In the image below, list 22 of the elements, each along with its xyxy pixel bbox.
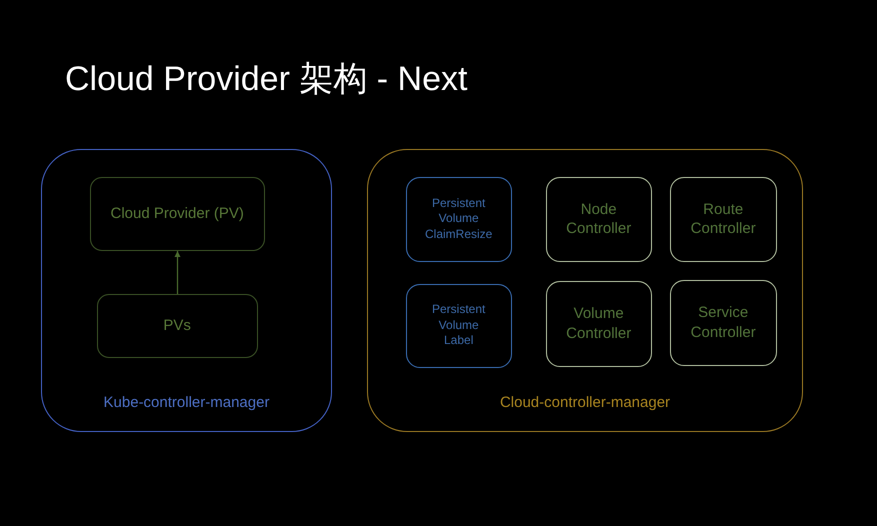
component-box (546, 176, 652, 262)
box-label: Route Controller (690, 200, 757, 239)
component-box (96, 294, 258, 358)
box-label: Persistent Volume ClaimResize (424, 196, 494, 243)
component-box (670, 176, 777, 262)
group-label: Kube-controller-manager (102, 394, 270, 411)
component-box (546, 280, 652, 367)
box-label: Cloud Provider (PV) (110, 204, 244, 224)
box-label: PVs (163, 316, 191, 336)
box-label: Node Controller (565, 200, 632, 239)
group-label: Cloud-controller-manager (498, 394, 672, 411)
component-box (406, 176, 512, 262)
arrow (174, 251, 180, 294)
box-label: Service Controller (690, 303, 757, 342)
component-box (90, 176, 265, 251)
component-box (406, 284, 512, 368)
box-label: Volume Controller (565, 304, 632, 344)
component-box (670, 280, 777, 366)
group-box (367, 149, 803, 432)
slide-title: Cloud Provider 架构 - Next (65, 59, 468, 100)
group-box (41, 149, 332, 432)
box-label: Persistent Volume Label (431, 302, 486, 350)
